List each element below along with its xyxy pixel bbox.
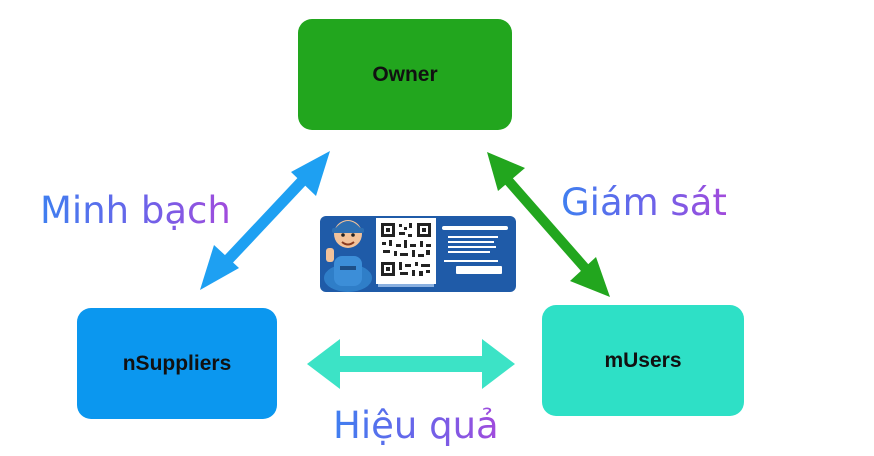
qr-card: [320, 204, 516, 292]
users-label: mUsers: [604, 348, 682, 372]
qr-card-graphic: [320, 216, 516, 292]
mechanic-mascot-icon: [324, 220, 372, 292]
edge-label-monitoring: Giám sát: [561, 181, 727, 224]
arrow-owner-suppliers: [200, 151, 330, 290]
edge-label-transparency: Minh bạch: [40, 189, 231, 232]
qr-code-icon: [381, 223, 431, 276]
edge-label-efficiency: Hiệu quả: [333, 404, 499, 447]
suppliers-label: nSuppliers: [122, 351, 232, 375]
users-node: mUsers: [542, 305, 744, 416]
owner-label: Owner: [372, 62, 438, 86]
suppliers-node: nSuppliers: [77, 308, 277, 419]
arrow-owner-users: [487, 152, 610, 297]
arrow-suppliers-users: [307, 339, 515, 389]
owner-node: Owner: [298, 19, 512, 130]
